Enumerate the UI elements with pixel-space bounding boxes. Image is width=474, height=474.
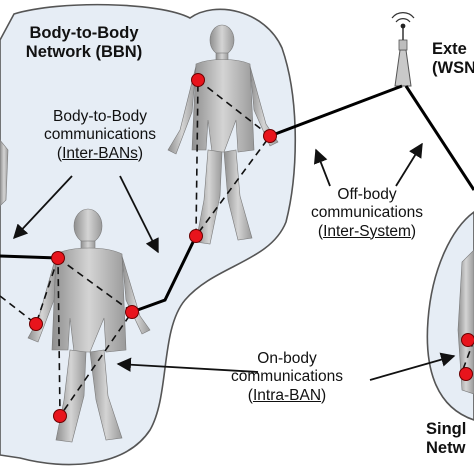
human-figure-left-partial <box>0 139 9 207</box>
off-body-label: Off-body communications (Inter-System) <box>292 186 442 241</box>
bbn-title: Body-to-Body Network (BBN) <box>4 24 164 63</box>
sensor-node <box>51 251 65 265</box>
sensor-node <box>53 409 67 423</box>
solid-links <box>0 84 474 314</box>
sensor-node <box>263 129 277 143</box>
paren-open: ( <box>317 222 324 240</box>
external-wsn-label: Exte (WSN <box>432 40 474 79</box>
single-line1: Singl <box>426 420 467 438</box>
off-body-line1: Off-body <box>337 186 397 203</box>
external-line1: Exte <box>432 40 467 58</box>
inter-ban-label: Body-to-Body communications (Inter-BANs) <box>10 108 190 163</box>
on-body-term: Intra-BAN <box>252 386 322 404</box>
single-network-label: Singl Netw <box>426 420 474 459</box>
sensor-nodes <box>29 73 474 423</box>
antenna-icon <box>391 12 415 87</box>
bbn-title-line1: Body-to-Body <box>29 24 139 42</box>
paren-close: ) <box>321 386 327 404</box>
external-line2: (WSN <box>432 59 474 78</box>
inter-ban-line1: Body-to-Body <box>53 108 147 125</box>
off-body-line3: (Inter-System) <box>292 223 442 241</box>
paren-close: ) <box>137 144 144 162</box>
inter-ban-line3: (Inter-BANs) <box>10 145 190 163</box>
inter-ban-line2: communications <box>44 126 156 144</box>
paren-open: ( <box>56 144 63 162</box>
off-body-line2: communications <box>311 204 423 222</box>
human-figure-right-partial <box>457 249 474 395</box>
sensor-node <box>125 305 139 319</box>
sensor-node <box>461 333 474 347</box>
bbn-title-line2: Network (BBN) <box>25 43 143 62</box>
off-body-term: Inter-System <box>323 222 411 240</box>
sensor-node <box>29 317 43 331</box>
sensor-node <box>459 367 473 381</box>
annotation-arrows <box>13 142 456 381</box>
sensor-node <box>191 73 205 87</box>
on-body-line2: communications <box>231 368 343 386</box>
human-figure-center <box>27 208 151 443</box>
sensor-node <box>189 229 203 243</box>
single-line2: Netw <box>426 439 466 458</box>
on-body-line1: On-body <box>257 350 317 367</box>
inter-ban-term: Inter-BANs <box>62 144 138 162</box>
paren-close: ) <box>410 222 417 240</box>
on-body-line3: (Intra-BAN) <box>212 387 362 405</box>
human-figure-top <box>167 24 279 245</box>
paren-open: ( <box>247 386 253 404</box>
on-body-label: On-body communications (Intra-BAN) <box>212 350 362 405</box>
